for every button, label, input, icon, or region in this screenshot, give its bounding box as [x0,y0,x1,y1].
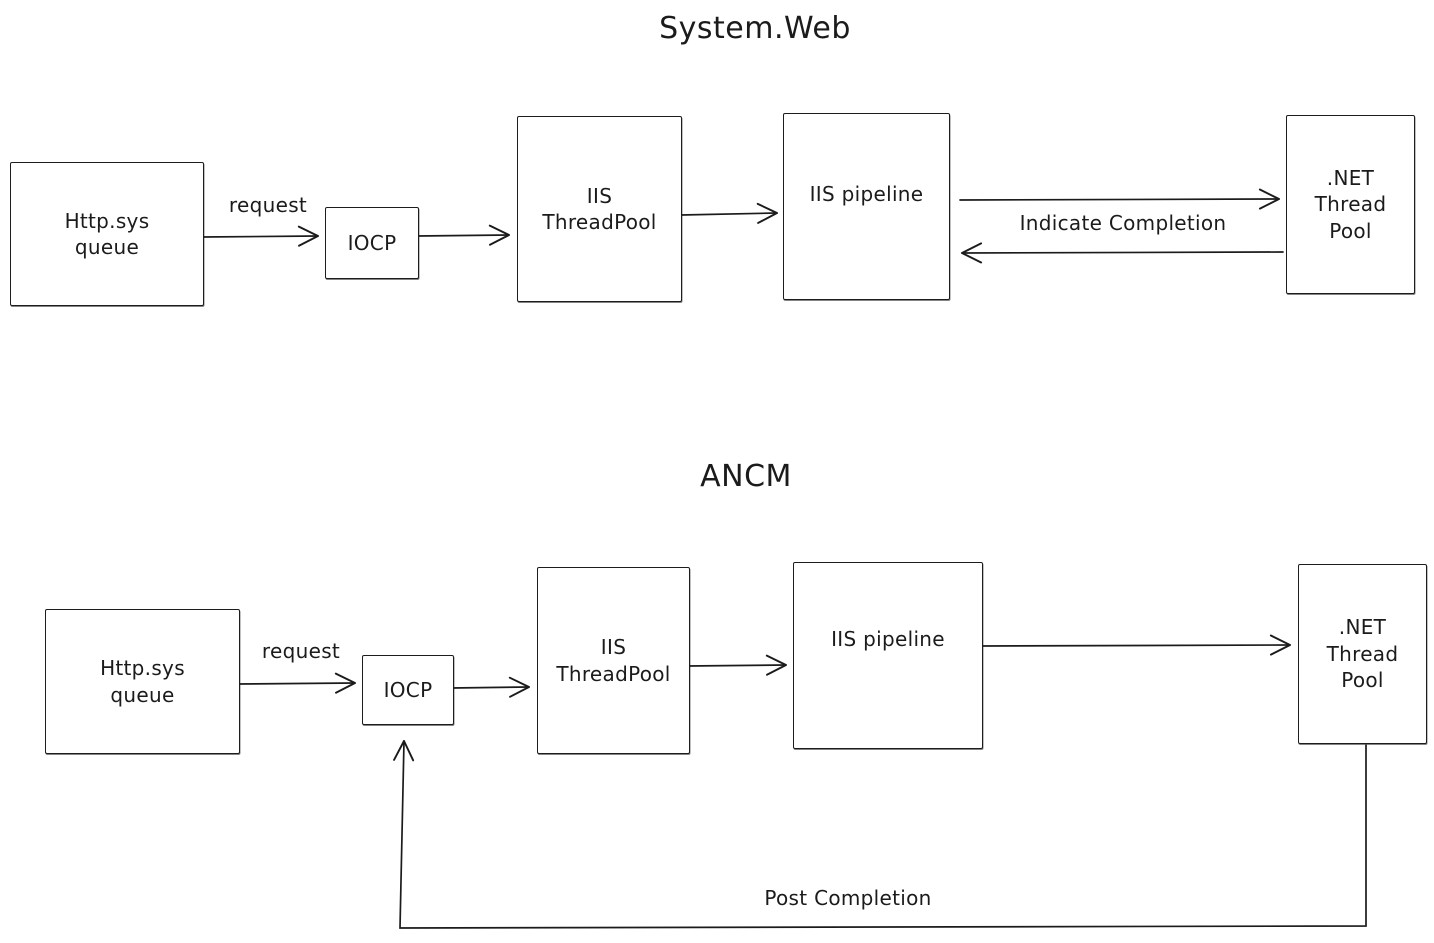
node-label: IOCP [347,230,397,255]
arrow-pipeline-to-net-threadpool-systemweb [959,188,1280,210]
edge-label-post-completion: Post Completion [764,886,932,910]
node-label: .NET Thread Pool [1314,165,1387,243]
arrow-iis-threadpool-to-pipeline-systemweb [680,202,778,224]
node-http-sys-queue-ancm: Http.sys queue [45,609,240,754]
node-label: IIS pipeline [831,627,945,652]
node-label: IOCP [383,677,433,702]
node-iocp-systemweb: IOCP [325,207,419,279]
node-iocp-ancm: IOCP [362,655,454,725]
node-label: IIS ThreadPool [556,635,671,686]
node-label: Http.sys queue [64,208,150,259]
arrow-iocp-to-iis-threadpool-ancm [451,676,530,698]
diagram-title-ancm: ANCM [700,459,792,494]
diagram-title-system-web: System.Web [659,11,851,46]
node-iis-pipeline-ancm: IIS pipeline [793,562,983,749]
node-label: IIS ThreadPool [542,183,657,234]
arrow-request-ancm [237,672,356,694]
node-label: .NET Thread Pool [1326,615,1399,693]
node-label: IIS pipeline [809,182,924,207]
arrow-iocp-to-iis-threadpool-systemweb [416,224,510,246]
edge-label-request-systemweb: request [228,193,308,217]
node-iis-threadpool-systemweb: IIS ThreadPool [517,116,682,302]
node-iis-threadpool-ancm: IIS ThreadPool [537,567,690,754]
arrow-pipeline-to-net-threadpool-ancm [980,634,1291,656]
edge-label-request-ancm: request [261,639,341,663]
arrow-iis-threadpool-to-pipeline-ancm [687,654,787,676]
node-http-sys-queue-systemweb: Http.sys queue [10,162,204,306]
node-net-thread-pool-systemweb: .NET Thread Pool [1286,115,1415,294]
node-iis-pipeline-systemweb: IIS pipeline [783,113,950,300]
arrow-post-completion-return [393,740,1367,929]
edge-label-indicate-completion: Indicate Completion [1019,211,1227,235]
arrow-net-threadpool-to-pipeline-systemweb [961,242,1284,264]
node-net-thread-pool-ancm: .NET Thread Pool [1298,564,1427,744]
node-label: Http.sys queue [100,656,185,707]
arrow-request-systemweb [201,225,319,247]
